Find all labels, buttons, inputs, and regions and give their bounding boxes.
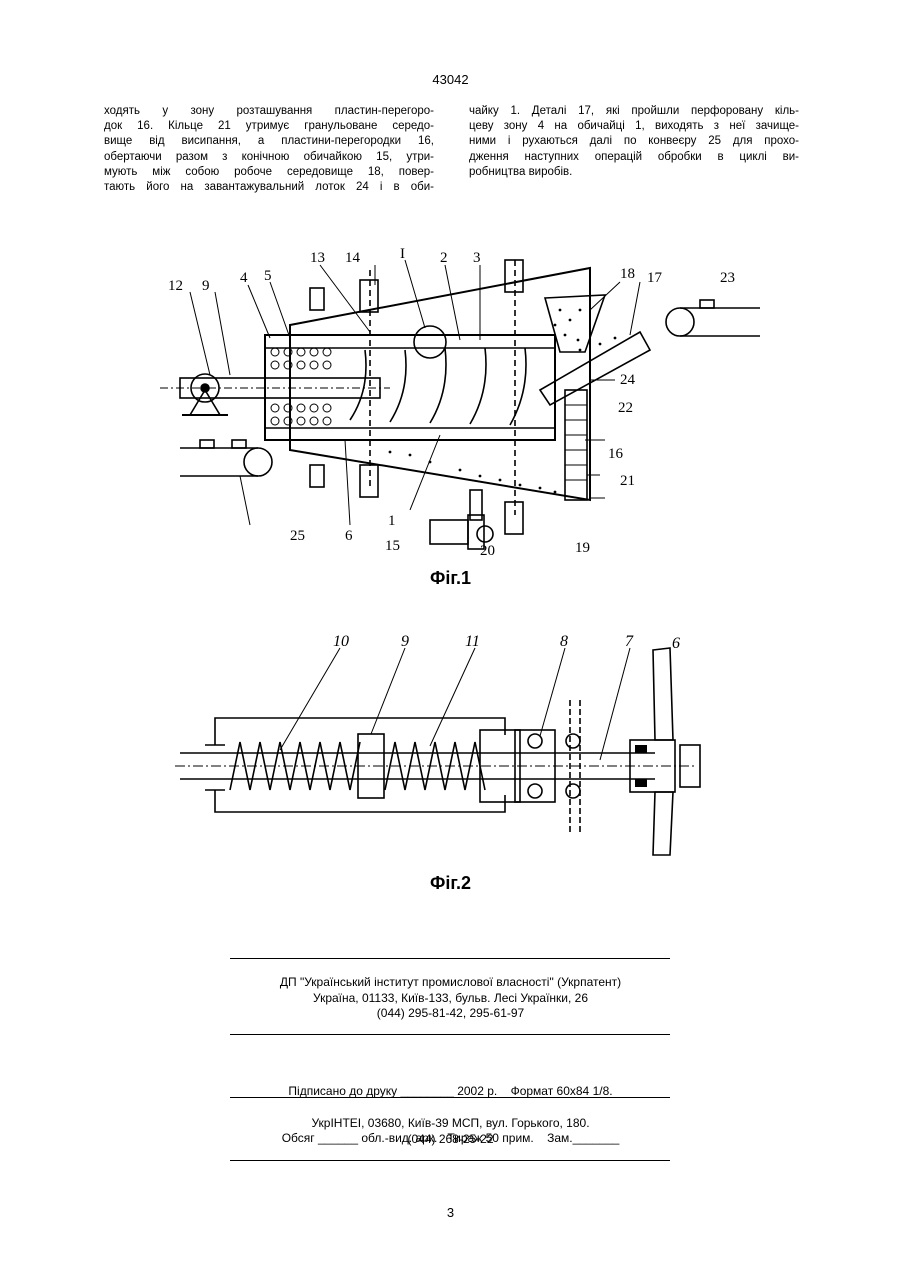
imprint-block-printer: УкрІНТЕІ, 03680, Київ-39 МСП, вул. Горьк… xyxy=(0,1116,901,1147)
imprint-line: (044) 268-25-22 xyxy=(0,1132,901,1148)
fig1-label: 19 xyxy=(575,540,590,556)
page-number-top: 43042 xyxy=(0,72,901,87)
fig2-label: 8 xyxy=(560,633,568,650)
fig1-label: I xyxy=(400,246,405,262)
fig1-label: 17 xyxy=(647,270,663,286)
fig1-label: 3 xyxy=(473,250,481,266)
fig1-label: 15 xyxy=(385,538,400,554)
text-column-right: чайку 1. Деталі 17, які пройшли перфоров… xyxy=(469,104,799,180)
fig1-label: 25 xyxy=(290,528,305,544)
figure-2-caption: Фіг.2 xyxy=(0,873,901,894)
fig1-label: 13 xyxy=(310,250,325,266)
figure-2-drawing: 10 9 11 8 7 6 xyxy=(175,630,705,860)
figure-1-caption: Фіг.1 xyxy=(0,568,901,589)
fig1-label: 16 xyxy=(608,446,624,462)
fig1-label: 1 xyxy=(388,513,396,529)
text-line: дження наступних операцій обробки в цикл… xyxy=(469,150,799,165)
divider xyxy=(230,958,670,959)
fig1-label: 24 xyxy=(620,372,636,388)
fig1-label: 6 xyxy=(345,528,353,544)
fig1-label: 23 xyxy=(720,270,735,286)
fig1-label: 2 xyxy=(440,250,448,266)
fig1-label: 21 xyxy=(620,473,635,489)
fig1-label: 14 xyxy=(345,250,361,266)
text-line: док 16. Кільце 21 утримує гранульоване с… xyxy=(104,119,434,134)
imprint-line: УкрІНТЕІ, 03680, Київ-39 МСП, вул. Горьк… xyxy=(0,1116,901,1132)
fig2-label: 10 xyxy=(333,633,349,650)
text-line: тають його на завантажувальний лоток 24 … xyxy=(104,180,434,195)
fig2-label: 11 xyxy=(465,633,480,650)
text-line: чайку 1. Деталі 17, які пройшли перфоров… xyxy=(469,104,799,119)
fig2-label: 9 xyxy=(401,633,409,650)
text-line: робництва виробів. xyxy=(469,165,799,180)
text-line: вище від висипання, а пластини-перегород… xyxy=(104,134,434,149)
text-line: ними і рухаються далі по конвеєру 25 для… xyxy=(469,134,799,149)
page-number-bottom: 3 xyxy=(0,1205,901,1220)
fig1-label: 4 xyxy=(240,270,248,286)
text-line: обертаючи разом з конічною обичайкою 15,… xyxy=(104,150,434,165)
divider xyxy=(230,1160,670,1161)
text-line: мують між собою робоче середовище 18, по… xyxy=(104,165,434,180)
fig2-label: 7 xyxy=(625,633,634,650)
fig1-label: 5 xyxy=(264,268,272,284)
divider xyxy=(230,1097,670,1098)
divider xyxy=(230,1034,670,1035)
fig1-label: 12 xyxy=(168,278,183,294)
fig1-label: 22 xyxy=(618,400,633,416)
figure-1-drawing: 12 9 4 5 13 14 I 2 3 18 17 23 24 22 16 2… xyxy=(160,240,760,560)
imprint-block-publisher: ДП "Український інститут промислової вла… xyxy=(0,975,901,1022)
fig2-label: 6 xyxy=(672,635,680,652)
fig1-label: 18 xyxy=(620,266,635,282)
text-column-left: ходять у зону розташування пластин-перег… xyxy=(104,104,434,195)
fig1-label: 9 xyxy=(202,278,210,294)
fig1-label: 20 xyxy=(480,543,495,559)
text-line: ходять у зону розташування пластин-перег… xyxy=(104,104,434,119)
text-line: цеву зону 4 на обичайці 1, виходять з не… xyxy=(469,119,799,134)
imprint-line: ДП "Український інститут промислової вла… xyxy=(0,975,901,991)
imprint-line: Україна, 01133, Київ-133, бульв. Лесі Ук… xyxy=(0,991,901,1007)
imprint-line: (044) 295-81-42, 295-61-97 xyxy=(0,1006,901,1022)
